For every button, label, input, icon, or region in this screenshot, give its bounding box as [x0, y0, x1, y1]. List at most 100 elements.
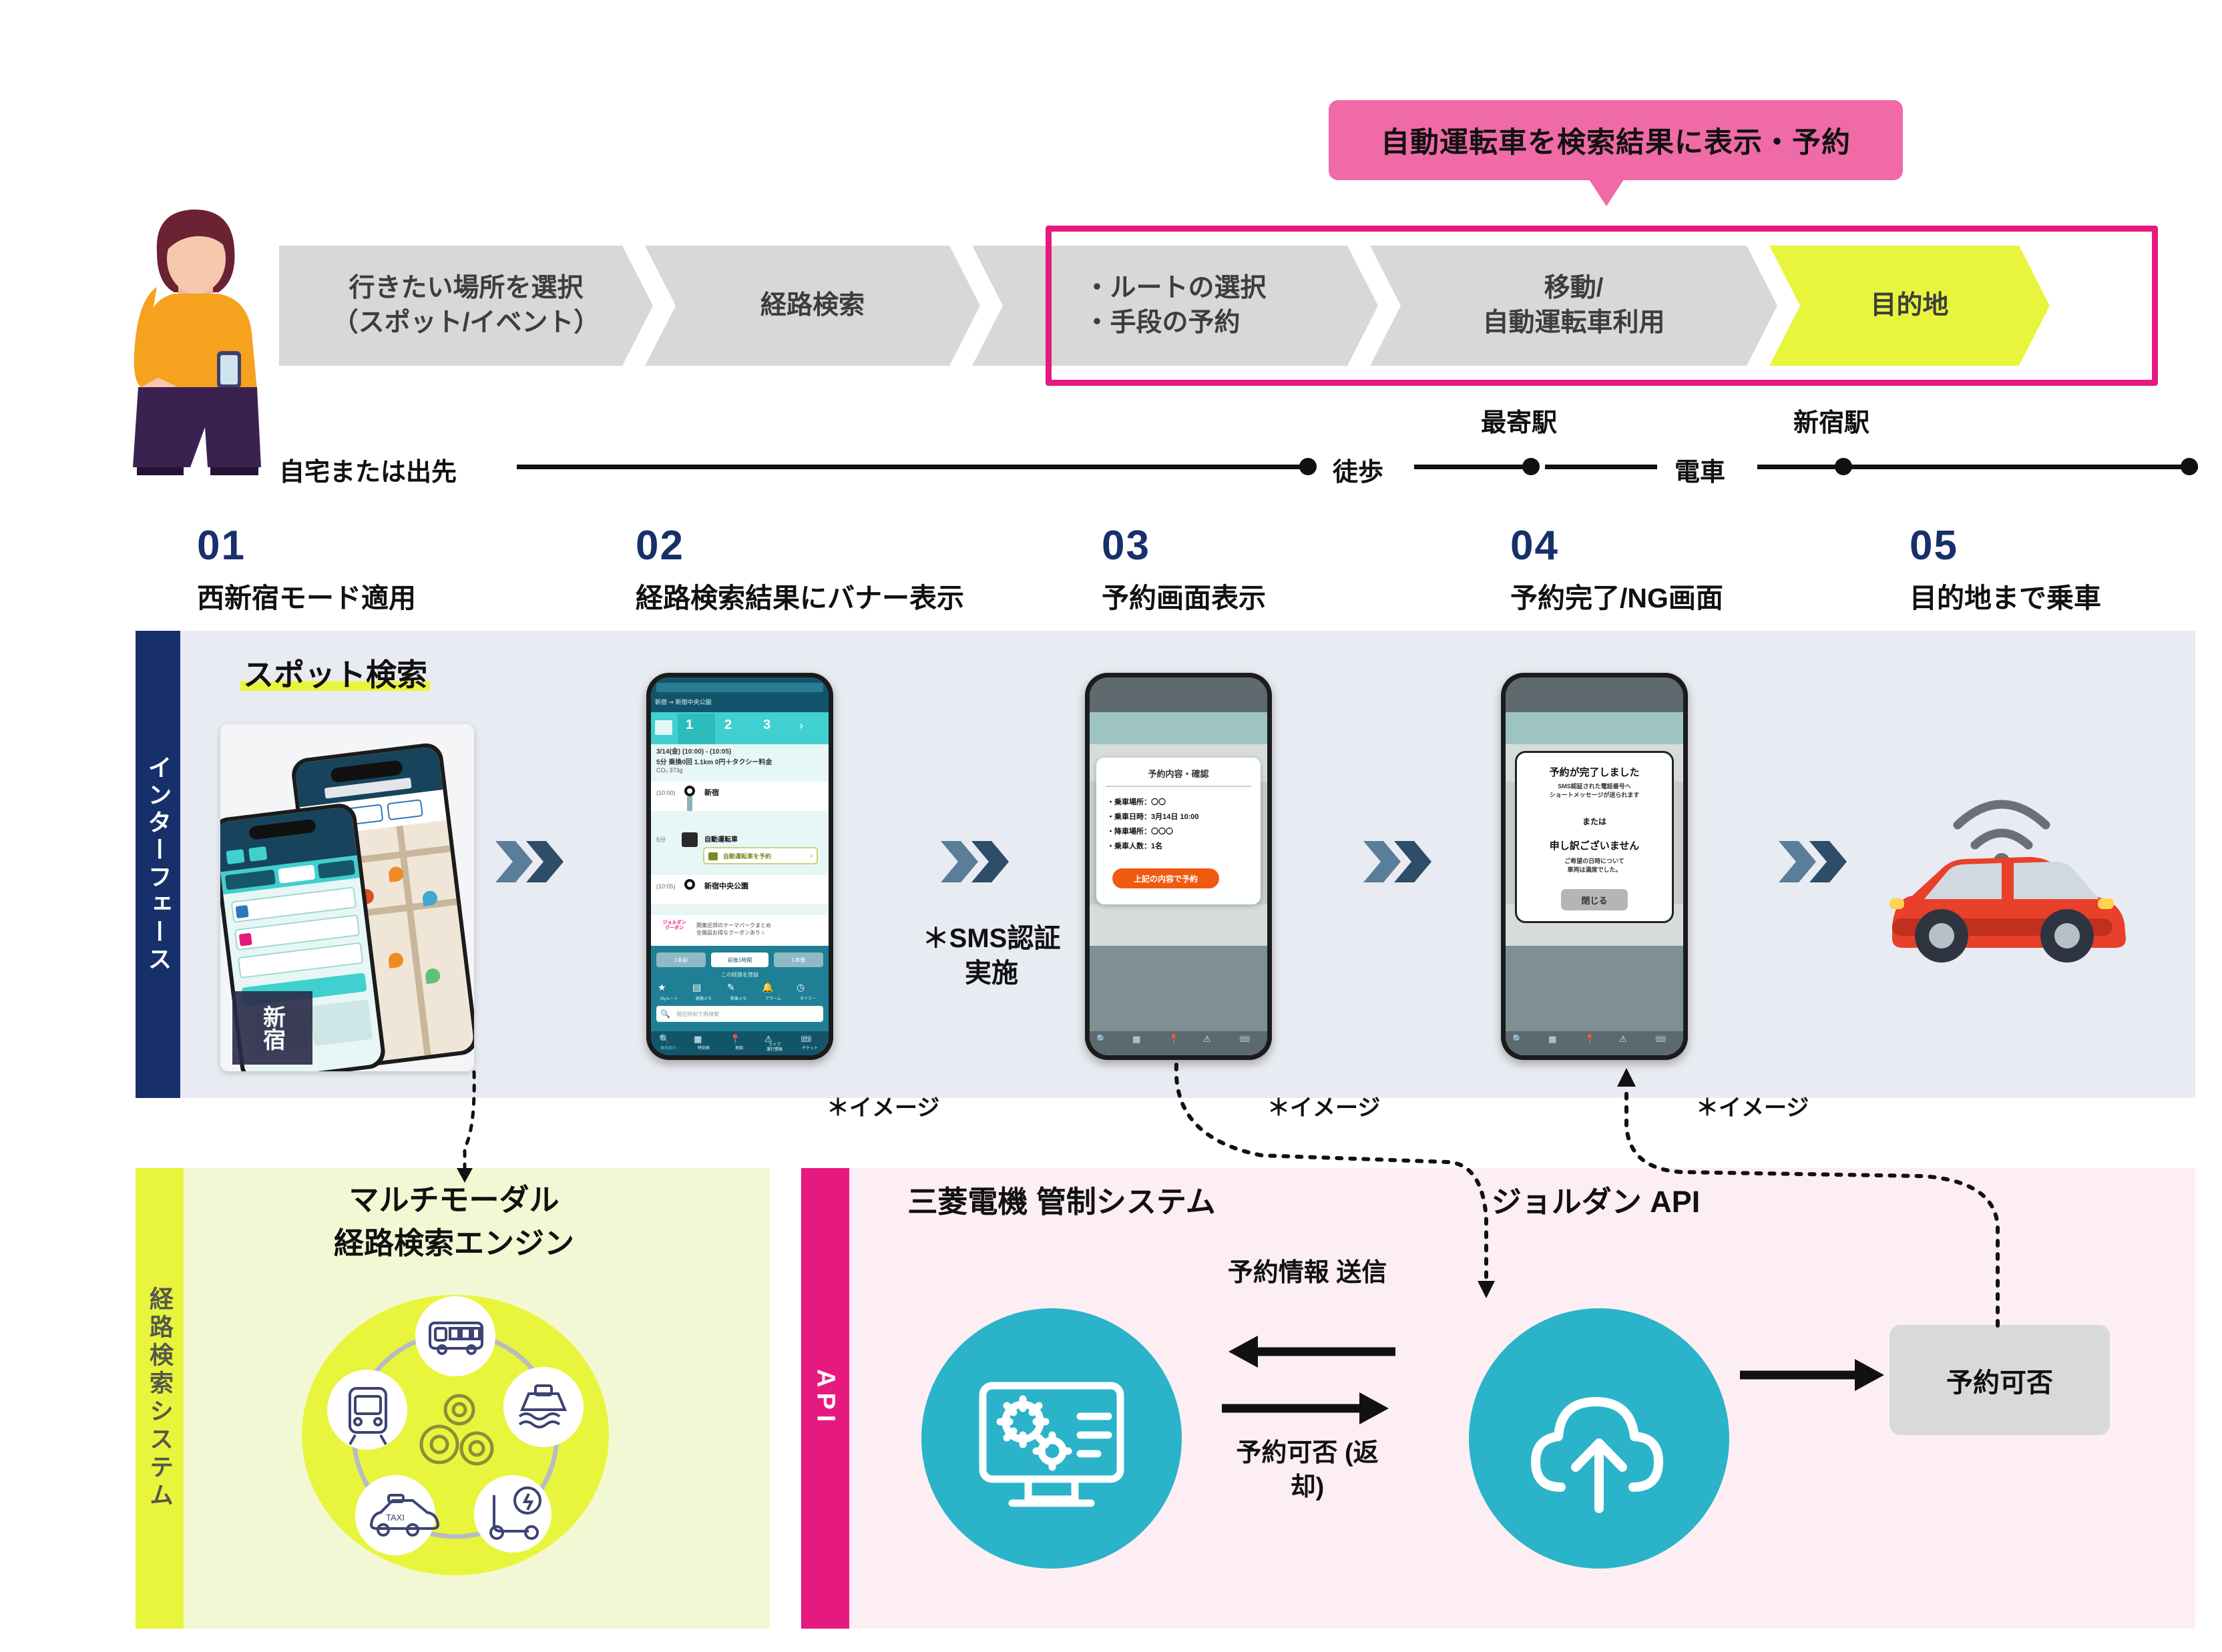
step-05-number: 05: [1910, 523, 1958, 569]
step-02-tab-next-icon[interactable]: ›: [799, 719, 803, 732]
nav-ticket-icon-4[interactable]: 🎟: [1655, 1034, 1666, 1044]
arrow-to-mitsubishi: [1215, 1332, 1402, 1372]
step-05-title: 目的地まで乗車: [1910, 583, 2101, 613]
nav-search-icon-4[interactable]: 🔍: [1512, 1034, 1524, 1044]
step-02-nav-now[interactable]: 前後1時間: [711, 952, 768, 967]
svg-text:TAXI: TAXI: [386, 1512, 405, 1523]
bell-icon[interactable]: 🔔: [762, 982, 774, 993]
nav-map-icon-4[interactable]: 📍: [1584, 1034, 1596, 1044]
bottom-nav-0: 乗換案内: [660, 1047, 676, 1051]
step-04-close-button[interactable]: 閉じる: [1561, 889, 1628, 910]
step-01-number: 01: [197, 523, 246, 569]
step-03-item-2: ・降車場所：〇〇〇: [1107, 828, 1173, 836]
callout-tail: [1589, 180, 1624, 206]
timeline-dot-1: [1299, 458, 1317, 475]
nav-search-icon-3[interactable]: 🔍: [1096, 1034, 1108, 1044]
flow-step-3[interactable]: ・ルートの選択 ・手段の予約: [972, 246, 1378, 366]
step-arrow-4: [1776, 840, 1849, 884]
autonomous-car-illustration: [1863, 761, 2143, 981]
nav-map-icon-3[interactable]: 📍: [1168, 1034, 1180, 1044]
flow-step-2[interactable]: 経路検索: [645, 246, 980, 366]
flow-step-5[interactable]: 目的地: [1769, 246, 2050, 366]
edit-icon[interactable]: ✎: [727, 982, 735, 993]
reservation-result-label: 予約可否 (返却): [1236, 1439, 1379, 1502]
api-tab: API: [801, 1168, 849, 1629]
step-02-search-input[interactable]: 🔍 現在時刻で再検索: [656, 1006, 823, 1022]
step-03-image-note: ＊イメージ: [1267, 1095, 1381, 1121]
dotted-arrow-step3-to-jorudan: [1162, 1063, 1562, 1318]
step-02-leg-time: 5分: [656, 836, 666, 843]
ship-icon: [518, 1384, 567, 1428]
flow-step-1-line1: 行きたい場所を選択 （スポット/イベント）: [332, 274, 600, 337]
search-icon: 🔍: [660, 1009, 670, 1019]
timeline-mode-walk: 徒歩: [1333, 459, 1384, 487]
nav-ticket-icon[interactable]: 🎟: [801, 1034, 812, 1044]
tool-label-2: 駅東メモ: [730, 997, 746, 1001]
cloud-upload-icon: [1469, 1308, 1729, 1569]
step-arrow-2: [938, 840, 1012, 884]
star-icon[interactable]: ★: [658, 982, 666, 993]
wifi-icon: [1953, 800, 2050, 850]
nav-ticket-icon-3[interactable]: 🎟: [1239, 1034, 1251, 1044]
timer-icon[interactable]: ◷: [797, 982, 805, 993]
nav-live-icon-4[interactable]: ⚠: [1619, 1034, 1627, 1044]
nav-timetable-icon-3[interactable]: ▦: [1132, 1034, 1141, 1044]
step-02-tab-3[interactable]: 3: [763, 718, 771, 732]
route-system-tab: 経路検索システム: [136, 1168, 184, 1629]
step-01-title: 西新宿モード適用: [197, 583, 416, 613]
nav-live-icon-3[interactable]: ⚠: [1203, 1034, 1211, 1044]
bottom-nav-3: ライブ 運行情報: [766, 1043, 783, 1052]
bottom-nav-2: 地図: [734, 1047, 743, 1051]
nav-map-icon[interactable]: 📍: [730, 1034, 741, 1044]
step-03-item-0: ・乗車場所：〇〇: [1107, 798, 1166, 806]
step-02-ad-text: 関東近郊のテーマパークまとめ 全施設お得なクーポンあり☆: [696, 922, 771, 936]
step-02-title: 経路検索結果にバナー表示: [636, 583, 964, 613]
step-01-screenshot: 新宿: [220, 724, 474, 1071]
step-03-dialog-title: 予約内容・確認: [1148, 769, 1209, 779]
step-02-nav-next[interactable]: 1本後: [774, 952, 823, 967]
nav-timetable-icon-4[interactable]: ▦: [1548, 1034, 1557, 1044]
step-02-number: 02: [636, 523, 684, 569]
step-02-screen: 新宿 ⇒ 新宿中央公園 1 2 3 › 3/14(金) (10:00) - (1…: [651, 677, 829, 1055]
bus-icon: [429, 1322, 483, 1355]
flow-step-4-label: 移動/ 自動運転車利用: [1482, 274, 1665, 337]
step-04-phone: 🔍 ▦ 📍 ⚠ 🎟 予約が完了しました SMS認証された電話番号へ ショートメッ…: [1501, 673, 1688, 1060]
callout-text: 自動運転車を検索結果に表示・予約: [1381, 127, 1851, 159]
step-02-to-name: 新宿中央公園: [704, 882, 748, 890]
route-system-tab-label: 経路検索システム: [146, 1286, 174, 1510]
chevron-right-icon: ›: [810, 852, 813, 860]
flow-step-4[interactable]: 移動/ 自動運転車利用: [1370, 246, 1777, 366]
mitsubishi-icon: [921, 1308, 1182, 1569]
step-03-screen: 🔍 ▦ 📍 ⚠ 🎟 予約内容・確認 ・乗車場所：〇〇 ・乗車日時：3月14日 1…: [1090, 677, 1267, 1055]
step-02-phone: 新宿 ⇒ 新宿中央公園 1 2 3 › 3/14(金) (10:00) - (1…: [646, 673, 833, 1060]
spot-search-label: スポット検索: [240, 651, 430, 695]
step-02-banner-label: 自動運転車を予約: [723, 852, 772, 860]
note-icon[interactable]: ▤: [692, 982, 702, 993]
step-02-tab-1[interactable]: 1: [686, 718, 694, 732]
jorudan-title: ジョルダン API: [1491, 1185, 1701, 1219]
step-02-from-name: 新宿: [704, 789, 719, 797]
nav-timetable-icon[interactable]: ▦: [694, 1034, 702, 1044]
step-02-nav-prev[interactable]: 1本前: [656, 952, 706, 967]
timeline-origin-label: 自宅または出先: [279, 459, 457, 487]
sms-auth-note: ＊SMS認証 実施: [922, 924, 1061, 988]
step-04-success-sub: SMS認証された電話番号へ ショートメッセージが送られます: [1549, 783, 1640, 799]
step-02-from-dot-icon: [684, 786, 695, 796]
nav-search-icon[interactable]: 🔍: [659, 1034, 670, 1044]
step-03-confirm-button[interactable]: 上記の内容で予約: [1112, 868, 1219, 888]
arrow-to-jorudan: [1215, 1388, 1402, 1428]
step-04-dialog: 予約が完了しました SMS認証された電話番号へ ショートメッセージが送られます …: [1515, 751, 1674, 923]
flow-step-1[interactable]: 行きたい場所を選択 （スポット/イベント）: [279, 246, 653, 366]
step-02-tab-2[interactable]: 2: [724, 718, 732, 732]
bottom-nav-4: チケット: [801, 1047, 818, 1051]
step-03-item-3: ・乗車人数：1名: [1107, 842, 1163, 850]
step-02-booking-banner[interactable]: 自動運転車を予約 ›: [703, 847, 818, 864]
tool-label-1: 経路メモ: [695, 997, 712, 1001]
bottom-nav-1: 時刻表: [697, 1047, 710, 1051]
step-02-to-time: (10:05): [656, 883, 676, 890]
nav-live-icon[interactable]: ⚠: [764, 1034, 772, 1044]
step-04-image-note: ＊イメージ: [1696, 1095, 1809, 1121]
step-02-register-label: この経路を登録: [721, 972, 758, 978]
step-02-header-route: 新宿 ⇒ 新宿中央公園: [651, 698, 829, 712]
arrow-to-result-chip: [1736, 1355, 1896, 1395]
